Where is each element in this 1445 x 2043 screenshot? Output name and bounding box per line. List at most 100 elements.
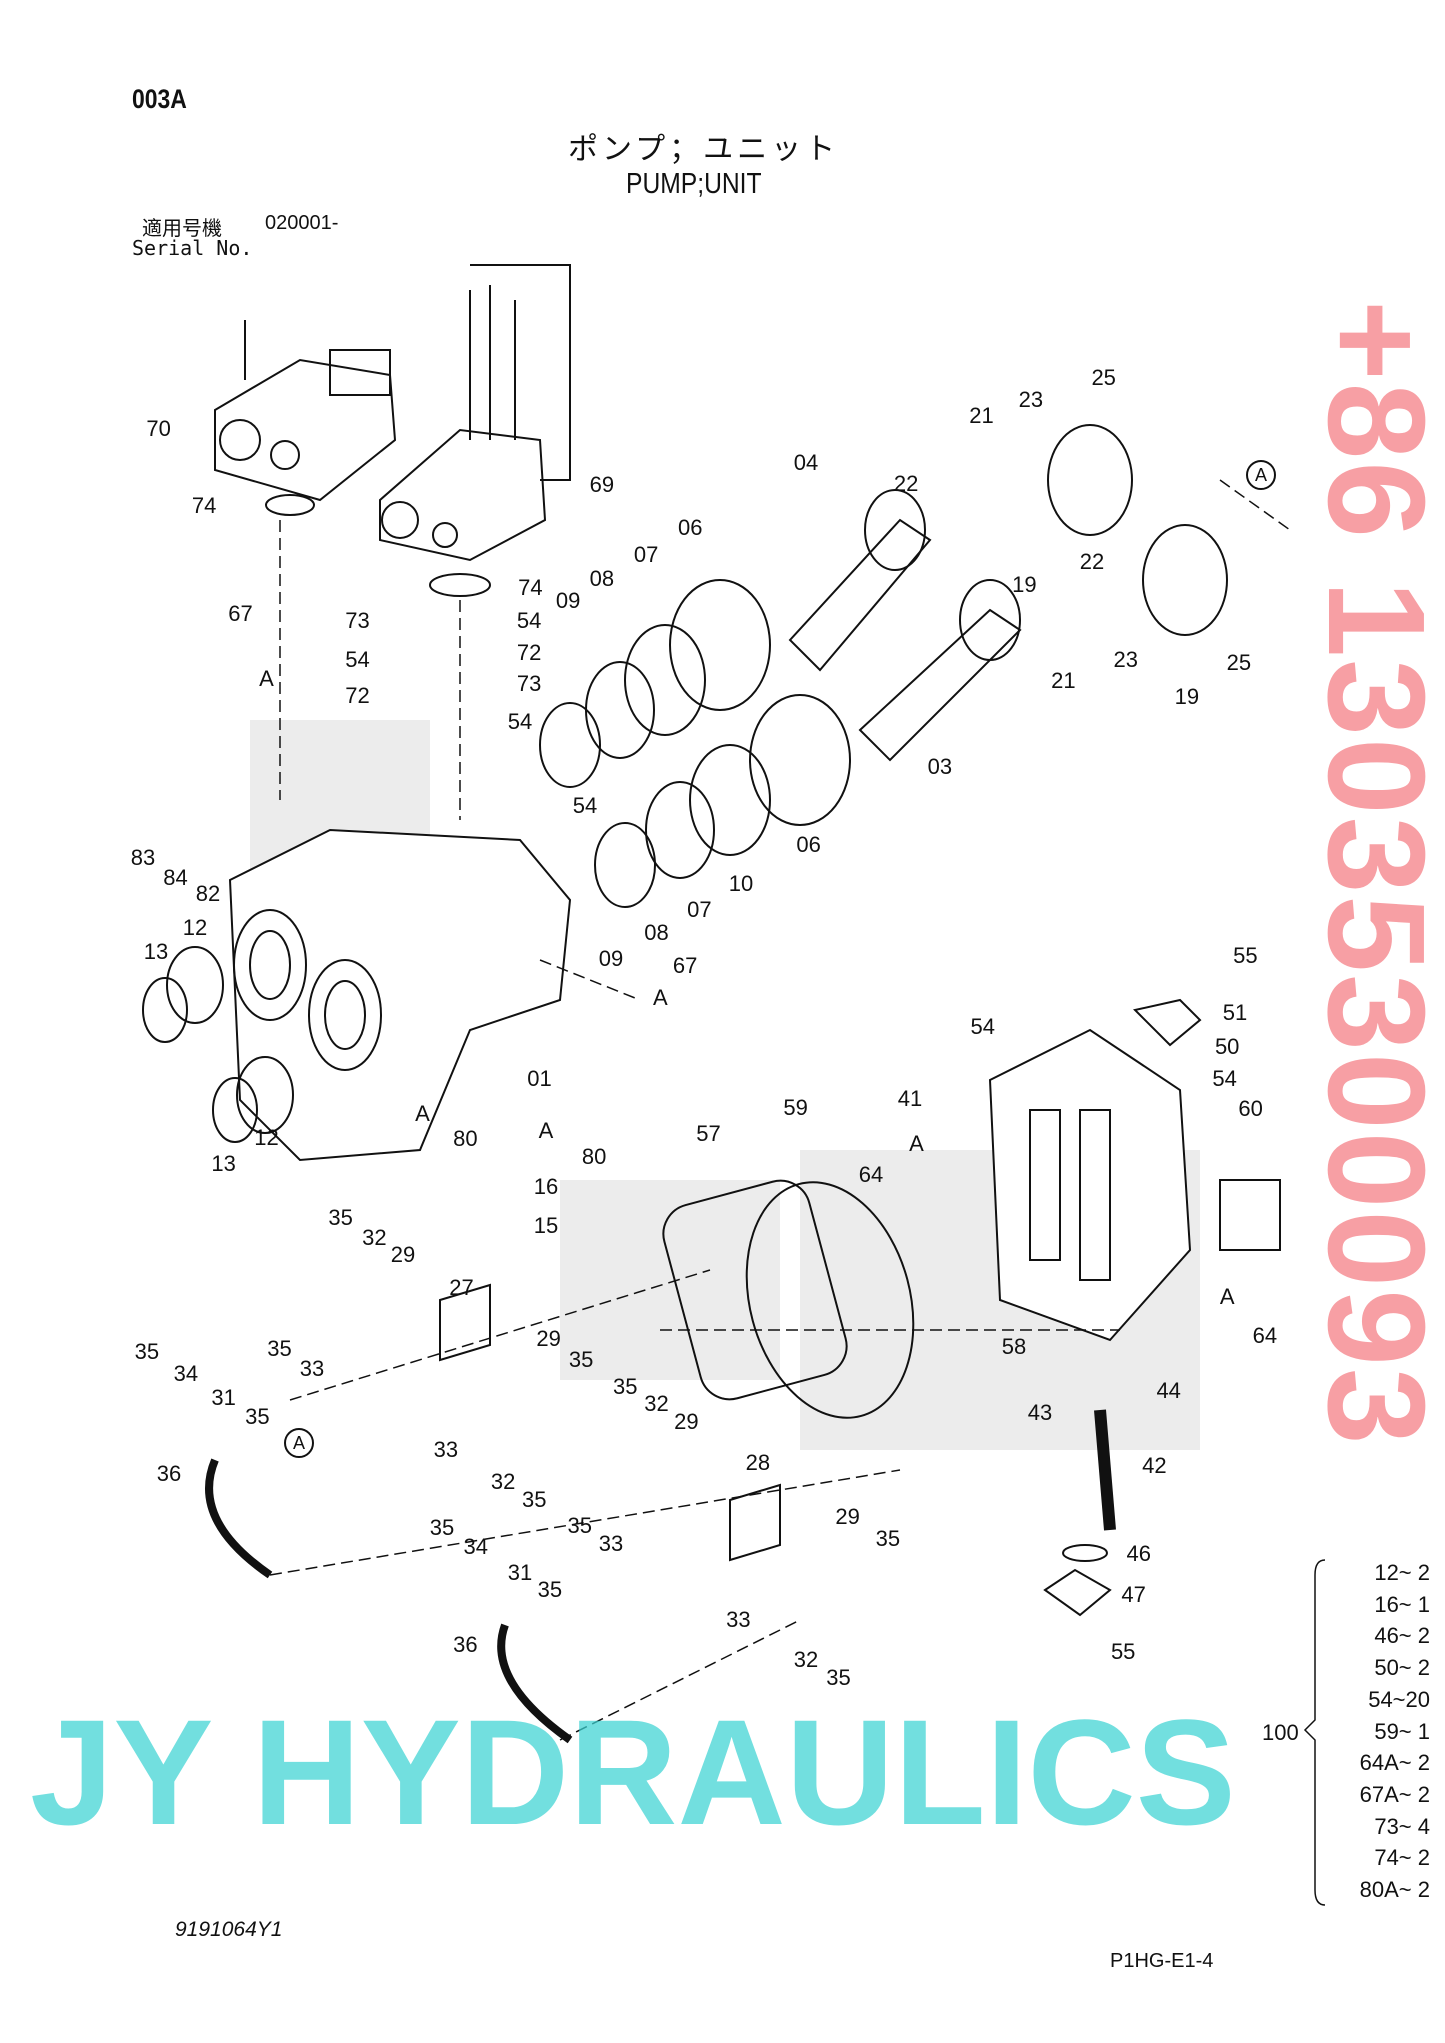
callout-22: 22 <box>893 470 919 496</box>
kit-item: 54~20 <box>1368 1686 1430 1712</box>
callout-15: 15 <box>533 1212 559 1238</box>
callout-09: 09 <box>598 946 624 972</box>
regulator-valve-69 <box>379 264 571 562</box>
callout-08: 08 <box>644 920 669 946</box>
kit-number: 100 <box>1262 1720 1299 1745</box>
callout-54: 54 <box>572 793 598 818</box>
callout-10: 10 <box>728 871 754 896</box>
callout-19: 19 <box>1012 572 1037 597</box>
drive-shaft-04 <box>788 489 932 672</box>
callout-73: 73 <box>516 670 542 696</box>
callout-03: 03 <box>927 754 953 779</box>
callout-04: 04 <box>793 449 819 475</box>
callout-43: 43 <box>1027 1400 1053 1426</box>
callout-70: 70 <box>146 416 171 441</box>
callout-64: 64 <box>1252 1323 1278 1349</box>
callout-36: 36 <box>156 1461 182 1487</box>
callout-35: 35 <box>567 1513 593 1539</box>
callout-A: A <box>1219 1284 1235 1310</box>
callout-06: 06 <box>796 832 821 857</box>
callout-35: 35 <box>522 1487 547 1513</box>
callout-67: 67 <box>672 952 698 978</box>
o-ring-74b <box>429 573 491 597</box>
callout-35: 35 <box>328 1205 353 1231</box>
cover-51 <box>1133 998 1202 1047</box>
callout-07: 07 <box>687 897 712 922</box>
callout-33: 33 <box>433 1436 459 1462</box>
callout-32: 32 <box>362 1224 387 1250</box>
callout-64: 64 <box>858 1162 884 1188</box>
callout-06: 06 <box>678 514 703 540</box>
callout-42: 42 <box>1142 1453 1167 1479</box>
snap-ring-13 <box>142 977 188 1043</box>
callout-A: A <box>415 1101 430 1127</box>
callout-54: 54 <box>516 608 542 634</box>
callout-72: 72 <box>345 682 370 708</box>
callout-54: 54 <box>970 1014 996 1039</box>
o-ring-74 <box>265 494 315 516</box>
callout-84: 84 <box>163 864 188 890</box>
kit-item: 74~ 2 <box>1374 1845 1430 1871</box>
serial-value: 020001- <box>265 212 339 234</box>
callout-35: 35 <box>826 1665 851 1691</box>
callout-83: 83 <box>130 845 156 870</box>
callout-33: 33 <box>726 1606 751 1632</box>
callout-59: 59 <box>783 1094 808 1120</box>
pump-casing-01 <box>228 828 572 1162</box>
callout-74: 74 <box>518 574 543 600</box>
bearings-upper <box>539 579 771 788</box>
callout-47: 47 <box>1121 1582 1146 1608</box>
callout-08: 08 <box>589 565 615 591</box>
callout-44: 44 <box>1156 1378 1181 1403</box>
callout-41: 41 <box>897 1085 923 1111</box>
callout-28: 28 <box>745 1449 771 1475</box>
leader-lines <box>269 479 1291 1741</box>
callout-33: 33 <box>299 1355 325 1381</box>
page-reference: P1HG-E1-4 <box>1110 1950 1214 1972</box>
kit-item: 12~ 2 <box>1374 1560 1430 1585</box>
lever-31 <box>205 1458 273 1579</box>
callout-12: 12 <box>182 915 208 941</box>
callout-31: 31 <box>211 1384 236 1410</box>
callout-35: 35 <box>429 1514 455 1540</box>
title-english: PUMP;UNIT <box>626 168 762 200</box>
gasket-57 <box>662 1179 848 1401</box>
callout-13: 13 <box>211 1150 236 1176</box>
callout-69: 69 <box>589 471 615 497</box>
callout-74: 74 <box>191 492 217 518</box>
kit-item: 73~ 4 <box>1374 1813 1430 1839</box>
pipe-42 <box>1094 1409 1116 1531</box>
callout-21: 21 <box>969 403 994 428</box>
callout-29: 29 <box>835 1504 860 1530</box>
callout-54: 54 <box>345 647 370 673</box>
callout-32: 32 <box>490 1469 516 1494</box>
callout-35: 35 <box>568 1346 594 1372</box>
callout-27: 27 <box>449 1275 474 1301</box>
callout-35: 35 <box>134 1339 160 1364</box>
callout-34: 34 <box>173 1361 199 1387</box>
ring-12 <box>166 946 224 1024</box>
lever-31b <box>497 1623 573 1744</box>
callout-23: 23 <box>1113 647 1139 673</box>
o-ring-46 <box>1062 1544 1108 1562</box>
kit-item: 16~ 1 <box>1374 1591 1430 1617</box>
kit-brace <box>1303 1559 1326 1906</box>
callout-25: 25 <box>1226 650 1252 675</box>
callout-35: 35 <box>613 1374 638 1400</box>
callout-46: 46 <box>1126 1540 1152 1566</box>
serial-label-en: Serial No. <box>132 236 253 260</box>
drive-shaft-03 <box>858 579 1022 762</box>
callout-73: 73 <box>345 608 370 634</box>
callout-A: A <box>653 985 668 1011</box>
callout-54: 54 <box>507 708 533 734</box>
callout-34: 34 <box>463 1534 489 1559</box>
callout-33: 33 <box>598 1531 624 1557</box>
phone-watermark: +86 13035300093 <box>1299 300 1445 1447</box>
callout-A: A <box>259 665 274 691</box>
title-japanese: ポンプ；ユニット <box>568 133 840 166</box>
callout-A: A <box>909 1131 924 1156</box>
callout-A: A <box>1246 459 1276 490</box>
regulator-valve-70 <box>214 320 397 502</box>
